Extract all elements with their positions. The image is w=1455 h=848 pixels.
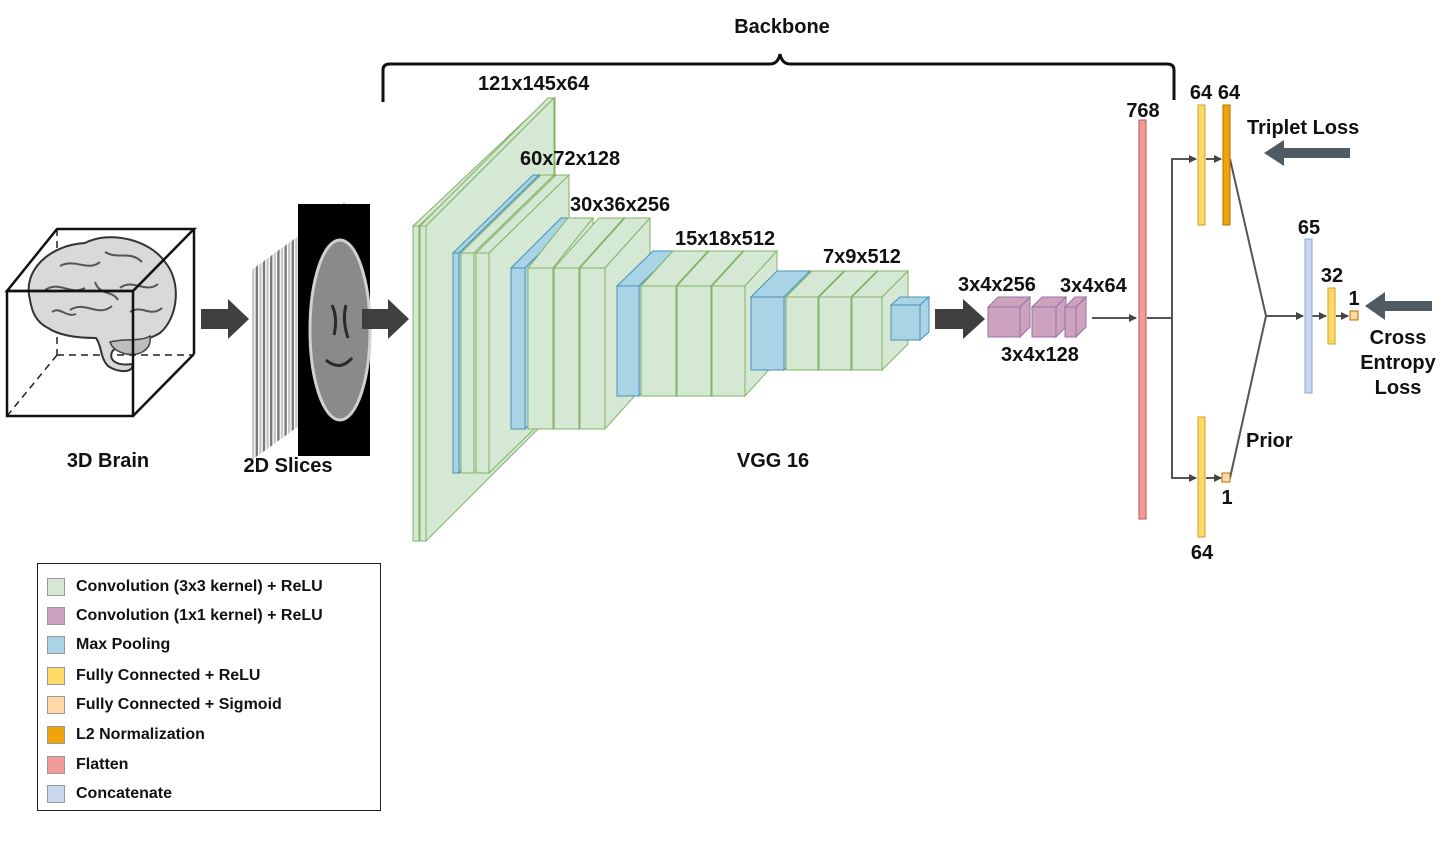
fc-sigmoid-output <box>1349 310 1359 321</box>
concat-dim-label: 65 <box>1298 217 1320 239</box>
legend-label: Fully Connected + ReLU <box>76 667 261 684</box>
conv1x1-64 <box>1063 295 1088 339</box>
fc-top1-label: 64 <box>1190 82 1213 104</box>
conv4-dim-label: 15x18x512 <box>675 228 775 250</box>
slices-label: 2D Slices <box>244 455 333 477</box>
legend-label: Convolution (1x1 kernel) + ReLU <box>76 607 323 624</box>
cross-entropy-label-1: Cross <box>1370 327 1427 349</box>
conv1-dim-label: 121x145x64 <box>478 73 590 95</box>
slice-sheet <box>295 236 298 429</box>
legend-swatch <box>47 756 65 774</box>
fc-relu-top <box>1197 104 1206 226</box>
legend-item: L2 Normalization <box>47 724 205 746</box>
slice-sheet <box>262 259 266 453</box>
post3-dim-label: 3x4x64 <box>1060 275 1128 297</box>
slice-sheet <box>270 254 273 447</box>
backbone-label: Backbone <box>734 16 830 38</box>
output-one-label: 1 <box>1348 288 1359 310</box>
vgg16-backbone <box>411 96 1088 543</box>
legend-label: Max Pooling <box>76 636 171 653</box>
slice-sheet <box>288 241 291 434</box>
legend-label: Concatenate <box>76 785 173 802</box>
brain-label: 3D Brain <box>67 450 149 472</box>
legend-swatch <box>47 636 65 654</box>
legend-swatch <box>47 726 65 744</box>
brain-cube-icon <box>4 227 197 418</box>
legend-item: Flatten <box>47 754 128 776</box>
slice-sheet <box>266 257 269 450</box>
cross-entropy-label-3: Loss <box>1375 377 1422 399</box>
conv1x1-128 <box>1030 295 1068 339</box>
legend-item: Fully Connected + Sigmoid <box>47 694 282 716</box>
mri-detail <box>325 304 354 367</box>
arrow-vgg-to-conv1x1 <box>935 299 985 339</box>
post2-dim-label: 3x4x128 <box>1001 344 1079 366</box>
legend-swatch <box>47 696 65 714</box>
fc-bottom-label: 64 <box>1191 542 1214 564</box>
connector-lines <box>1092 155 1349 482</box>
l2-norm-layer <box>1222 104 1231 226</box>
conv5-dim-label: 7x9x512 <box>823 246 901 268</box>
flatten-layer <box>1138 119 1147 520</box>
legend-item: Concatenate <box>47 783 172 805</box>
slice-sheet <box>252 267 255 460</box>
arrow-slices-to-vgg <box>362 299 409 339</box>
legend-item: Fully Connected + ReLU <box>47 665 260 687</box>
legend: Convolution (3x3 kernel) + ReLU Convoluti… <box>37 563 381 811</box>
legend-label: Fully Connected + Sigmoid <box>76 696 282 713</box>
slice-sheet <box>273 251 276 445</box>
fc-relu-32 <box>1327 287 1336 345</box>
vgg-label: VGG 16 <box>737 450 809 472</box>
concat-layer <box>1304 238 1313 394</box>
legend-swatch <box>47 578 65 596</box>
prior-label: Prior <box>1246 430 1293 452</box>
slices-stack-icon <box>252 202 372 460</box>
legend-swatch <box>47 667 65 685</box>
legend-label: Convolution (3x3 kernel) + ReLU <box>76 578 323 595</box>
arrow-brain-to-slices <box>201 299 249 339</box>
legend-item: Convolution (3x3 kernel) + ReLU <box>47 576 323 598</box>
post1-dim-label: 3x4x256 <box>958 274 1036 296</box>
fc-top2-label: 64 <box>1218 82 1241 104</box>
legend-item: Max Pooling <box>47 634 170 656</box>
mri-slice-icon <box>308 238 372 422</box>
triplet-loss-arrow <box>1264 140 1350 166</box>
legend-swatch <box>47 785 65 803</box>
slice-sheet <box>255 264 258 458</box>
slice-sheet <box>284 244 287 437</box>
legend-label: Flatten <box>76 756 129 773</box>
cross-entropy-label-2: Entropy <box>1360 352 1436 374</box>
slice-sheet <box>280 246 284 440</box>
fc-sigmoid-prior <box>1221 472 1231 483</box>
slice-sheet <box>259 262 262 455</box>
triplet-loss-label: Triplet Loss <box>1247 117 1359 139</box>
prior-one-label: 1 <box>1221 487 1232 509</box>
slice-sheet <box>277 249 280 442</box>
backbone-brace <box>381 53 1176 102</box>
conv1x1-256 <box>986 295 1032 339</box>
fc-relu-bottom <box>1197 416 1206 538</box>
legend-item: Convolution (1x1 kernel) + ReLU <box>47 605 323 627</box>
slice-sheet <box>291 238 294 432</box>
legend-label: L2 Normalization <box>76 726 205 743</box>
fc32-label: 32 <box>1321 265 1343 287</box>
conv3-dim-label: 30x36x256 <box>570 194 670 216</box>
flatten-dim-label: 768 <box>1126 100 1159 122</box>
legend-swatch <box>47 607 65 625</box>
cross-entropy-arrow <box>1365 292 1432 320</box>
conv5-layer-c <box>850 269 910 372</box>
pool5-layer <box>889 295 931 342</box>
conv2-dim-label: 60x72x128 <box>520 148 620 170</box>
